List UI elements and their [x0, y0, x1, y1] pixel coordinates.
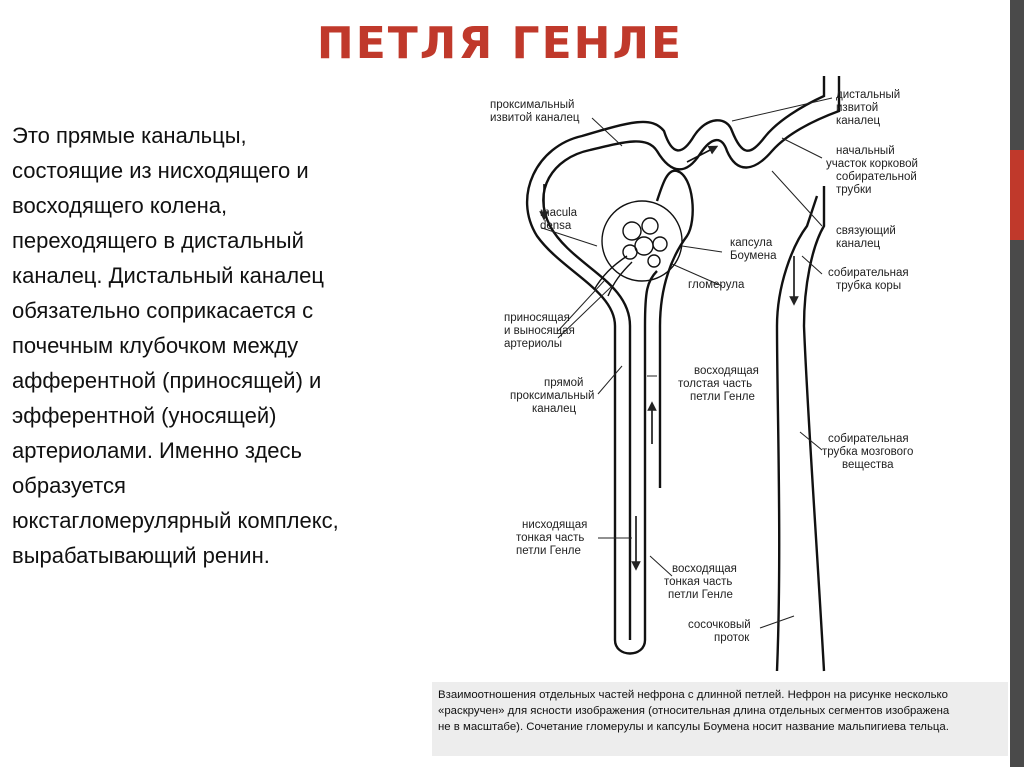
distal-tubule-wall: [613, 270, 658, 655]
capillary-loop: [634, 236, 654, 256]
figure-caption: Взаимоотношения отдельных частей нефрона…: [432, 682, 1008, 756]
glomerulus-cluster: [593, 200, 683, 297]
body-line: переходящего в дистальный: [12, 228, 304, 253]
arteriole-pair: [593, 255, 633, 297]
leader-lines: [541, 97, 833, 629]
body-line: каналец. Дистальный каналец: [12, 263, 324, 288]
slide-body-text: Это прямые канальцы, состоящие из нисход…: [12, 118, 432, 573]
capillary-loop: [652, 236, 668, 252]
capillary-loop: [622, 244, 638, 260]
caption-line: не в масштабе). Сочетание гломерулы и ка…: [438, 721, 949, 733]
body-line: афферентной (приносящей) и: [12, 368, 322, 393]
side-decoration-bar: [1010, 0, 1024, 767]
tubule-outline: [526, 76, 841, 672]
slide-title: ПЕТЛЯ ГЕНЛЕ: [316, 18, 684, 69]
capillary-loop: [647, 254, 661, 268]
collecting-duct-left: [775, 195, 819, 672]
side-accent: [1010, 150, 1024, 240]
body-line: вырабатывающий ренин.: [12, 543, 270, 568]
body-line: юкстагломерулярный комплекс,: [12, 508, 339, 533]
body-line: Это прямые канальцы,: [12, 123, 247, 148]
tubule-inner-wall: [542, 76, 841, 640]
body-line: артериолами. Именно здесь: [12, 438, 302, 463]
body-line: почечным клубочком между: [12, 333, 299, 358]
body-line: обязательно соприкасается с: [12, 298, 314, 323]
body-line: восходящего колена,: [12, 193, 228, 218]
capillary-loop: [622, 221, 642, 241]
body-line: эфферентной (уносящей): [12, 403, 277, 428]
collecting-duct-right: [802, 186, 826, 672]
capillary-loop: [641, 217, 659, 235]
ascending-limb-wall: [655, 169, 694, 488]
tubule-outer-wall: [526, 76, 826, 640]
caption-line: «раскручен» для ясности изображения (отн…: [438, 705, 950, 717]
body-line: состоящие из нисходящего и: [12, 158, 309, 183]
flow-arrow-icon: [686, 145, 719, 163]
body-line: образуется: [12, 473, 126, 498]
label-glomerulus: гломерула: [688, 279, 745, 291]
bowman-capsule-shape: [601, 200, 683, 282]
caption-line: Взаимоотношения отдельных частей нефрона…: [438, 689, 948, 701]
flow-arrows: [539, 145, 799, 571]
